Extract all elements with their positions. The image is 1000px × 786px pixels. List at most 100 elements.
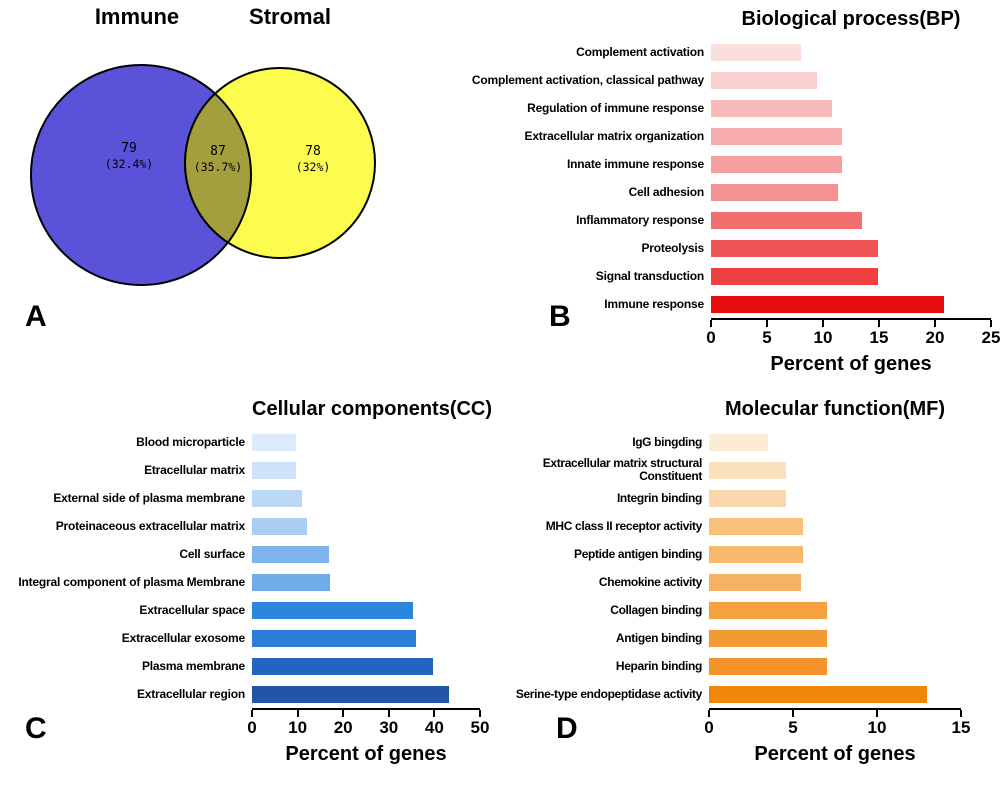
tick-mark: [960, 710, 962, 717]
bar: [709, 433, 768, 451]
category-label: Integrin binding: [616, 490, 702, 505]
category-label: Immune response: [604, 296, 704, 311]
bar: [709, 489, 787, 507]
bar: [252, 629, 417, 647]
tick-mark: [878, 320, 880, 327]
category-label: Complement activation, classical pathway: [471, 72, 704, 87]
tick-mark: [934, 320, 936, 327]
category-label: Etracellular matrix: [144, 462, 245, 477]
bar: [709, 461, 787, 479]
category-label: MHC class II receptor activity: [545, 518, 703, 533]
category-label: Proteolysis: [641, 240, 705, 255]
tick-label: 25: [981, 328, 1000, 347]
tick-mark: [251, 710, 253, 717]
tick-label: 20: [925, 328, 945, 347]
venn-diagram: Immune Stromal 79 (32.4%) 87 (35.7%) 78 …: [30, 4, 376, 286]
panel-label-a: A: [25, 300, 47, 333]
tick-label: 10: [867, 718, 887, 737]
tick-label: 0: [247, 718, 257, 737]
category-label: Inflammatory response: [576, 212, 704, 227]
bar-row: [711, 178, 991, 206]
tick-label: 10: [813, 328, 833, 347]
bar-row: [252, 624, 480, 652]
venn-right-count: 78: [305, 144, 321, 159]
bar: [709, 601, 827, 619]
chart-title: Molecular function(MF): [725, 398, 945, 420]
category-label: Chemokine activity: [598, 574, 702, 589]
category-label: Cell surface: [179, 546, 245, 561]
venn-overlap-outline: [185, 68, 252, 258]
bar-row: [252, 568, 480, 596]
bar: [711, 183, 838, 201]
bar-row: [252, 428, 480, 456]
category-label: Integral component of plasma Membrane: [18, 574, 245, 589]
panel-label-b: B: [549, 300, 571, 333]
tick-label: 20: [333, 718, 353, 737]
chart-title: Biological process(BP): [741, 8, 961, 30]
bar: [711, 71, 818, 89]
bar: [711, 155, 843, 173]
x-axis-label: Percent of genes: [754, 743, 916, 765]
bar: [711, 295, 944, 313]
tick-mark: [342, 710, 345, 717]
bar-row: [711, 234, 991, 262]
panel-label-d: D: [556, 712, 578, 745]
bar-row: [709, 456, 961, 484]
tick-mark: [479, 710, 481, 717]
category-label: Extracellular region: [136, 686, 245, 701]
bar-row: [709, 428, 961, 456]
bar-row: [711, 150, 991, 178]
chart-biological-process: Biological process(BP) Complement activa…: [433, 8, 1000, 376]
category-label: Blood microparticle: [136, 434, 245, 449]
tick-label: 15: [951, 718, 971, 737]
tick-mark: [296, 710, 299, 717]
bar: [709, 629, 827, 647]
bar-row: [252, 456, 480, 484]
bar-row: [709, 652, 961, 680]
category-label: Cell adhesion: [628, 184, 705, 199]
category-label: Plasma membrane: [141, 658, 245, 673]
bar: [709, 573, 802, 591]
tick-label: 0: [706, 328, 716, 347]
venn-overlap-percent: (35.7%): [194, 160, 242, 174]
chart-title: Cellular components(CC): [252, 398, 493, 420]
category-label: Serine-type endopeptidase activity: [515, 686, 703, 701]
bar: [711, 127, 843, 145]
bar: [252, 573, 331, 591]
tick-label: 0: [704, 718, 714, 737]
venn-left-percent: (32.4%): [105, 157, 153, 171]
bars-area: [711, 38, 991, 320]
tick-label: 15: [869, 328, 889, 347]
venn-right-percent: (32%): [296, 160, 331, 174]
tick-mark: [990, 320, 992, 327]
x-axis-label: Percent of genes: [285, 743, 447, 765]
bar-row: [252, 680, 480, 708]
bar: [252, 685, 449, 703]
bar: [709, 517, 804, 535]
bar-row: [711, 206, 991, 234]
tick-mark: [766, 320, 768, 327]
tick-mark: [876, 710, 878, 717]
bar-row: [709, 540, 961, 568]
bars-area: [709, 428, 961, 710]
bar-row: [711, 290, 991, 318]
bar-row: [711, 122, 991, 150]
tick-mark: [792, 710, 794, 717]
bar-row: [709, 484, 961, 512]
category-label: Signal transduction: [595, 268, 704, 283]
bar-row: [709, 624, 961, 652]
bar: [711, 99, 832, 117]
bar-row: [709, 680, 961, 708]
chart-cellular-components: Cellular components(CC) Blood microparti…: [4, 398, 496, 766]
bar-row: [711, 38, 991, 66]
bar: [252, 489, 303, 507]
tick-label: 5: [788, 718, 798, 737]
bar-row: [709, 512, 961, 540]
tick-label: 30: [379, 718, 399, 737]
category-label: Extracellular exosome: [121, 630, 245, 645]
